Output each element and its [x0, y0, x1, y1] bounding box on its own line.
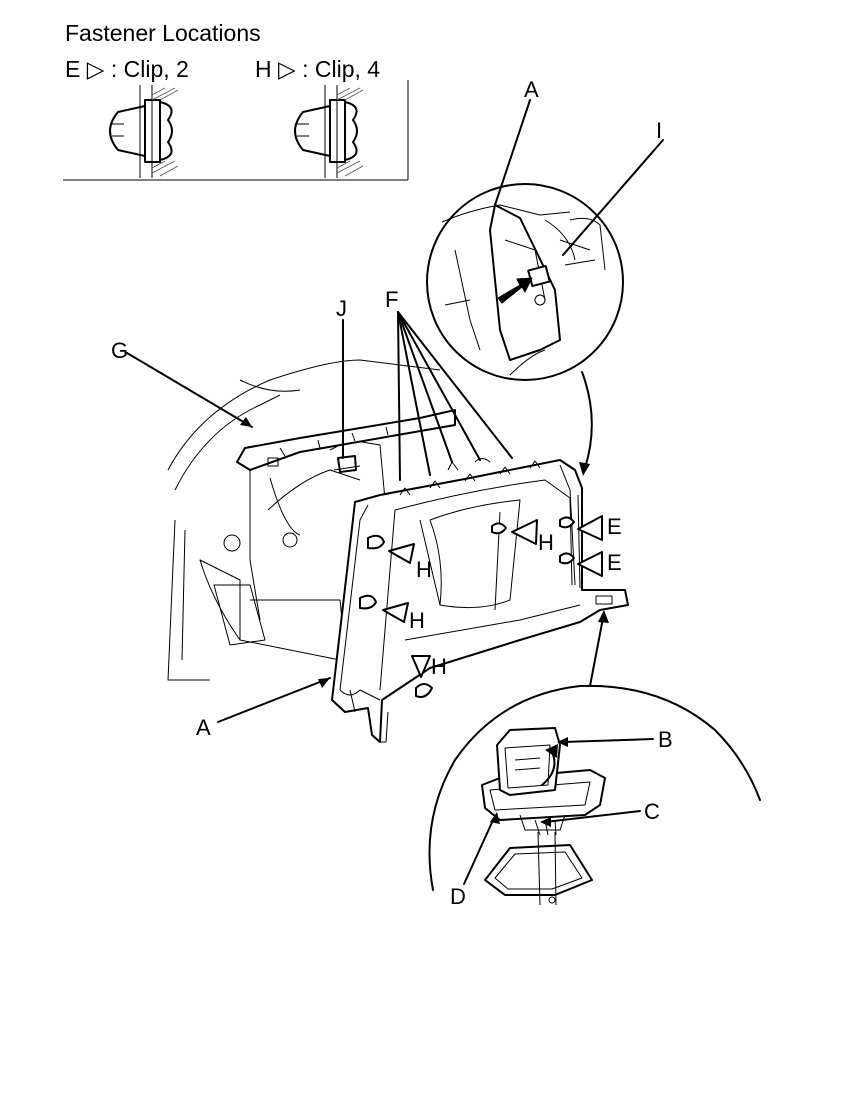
callout-c: C: [644, 799, 660, 824]
triangle-marker-icon: ▷: [86, 56, 105, 82]
detail-circle-cargo-light: [428, 684, 761, 906]
callout-h4: H: [538, 530, 554, 555]
upper-rail-g: [236, 409, 456, 471]
arrow-icon: [497, 277, 533, 304]
callout-a-bottom: A: [196, 715, 211, 740]
callout-g: G: [111, 338, 128, 363]
triangle-marker-icon: [382, 515, 603, 678]
legend-title: Fastener Locations: [65, 20, 261, 46]
legend-e-letter: E: [65, 56, 81, 82]
panel-clips: [359, 516, 575, 698]
leader-lines: [126, 99, 664, 885]
legend-e-text: : Clip, 2: [110, 56, 189, 82]
callout-h2: H: [409, 608, 425, 633]
rear-side-trim-panel: [331, 458, 629, 743]
legend-h-letter: H: [255, 56, 272, 82]
callout-h1: H: [416, 557, 432, 582]
callout-b: B: [658, 727, 673, 752]
legend-clip-h: H ▷ : Clip, 4: [255, 56, 380, 83]
triangle-marker-icon: ▷: [278, 56, 296, 82]
callout-j: J: [336, 296, 347, 321]
callout-d: D: [450, 884, 466, 909]
callout-a-top: A: [524, 77, 539, 102]
clip-icon: [333, 455, 361, 473]
vehicle-body: [167, 359, 441, 681]
callout-f: F: [385, 287, 398, 312]
legend-h-text: : Clip, 4: [302, 56, 381, 82]
callout-e2: E: [607, 550, 622, 575]
callout-h3: H: [431, 654, 447, 679]
detail-circle-latch: [426, 183, 624, 381]
clip-icon: [109, 85, 179, 178]
arrow-icon: [545, 744, 558, 758]
legend-frame: [63, 80, 409, 181]
callout-i: I: [656, 118, 662, 143]
clip-icon: [294, 85, 364, 178]
callout-e1: E: [607, 514, 622, 539]
legend-clip-e: E ▷ : Clip, 2: [65, 56, 189, 83]
